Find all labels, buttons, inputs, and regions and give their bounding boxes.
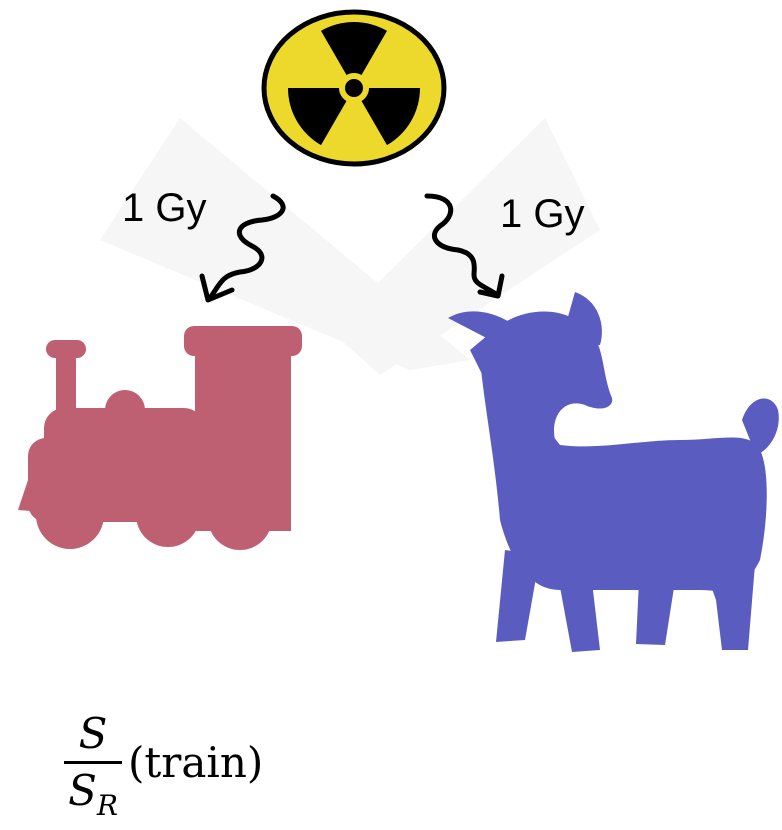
- formula-denominator: SR: [68, 764, 118, 820]
- radiation-source-icon: [261, 9, 447, 167]
- right-radiation-beam: [424, 193, 505, 299]
- formula-fraction: S SR: [64, 709, 122, 820]
- formula-numerator: S: [78, 709, 108, 758]
- right-dose-label: 1 Gy: [500, 192, 585, 236]
- survival-ratio-formula: S SR (train): [64, 700, 263, 825]
- right-arrowhead-icon: [477, 273, 505, 299]
- fawn-deer-icon: [448, 292, 779, 652]
- fraction-bar: [64, 761, 122, 764]
- train-locomotive-icon: [18, 326, 302, 550]
- formula-denominator-subscript: R: [96, 789, 118, 822]
- left-radiation-beam: [199, 193, 286, 303]
- background-cross: [100, 118, 600, 375]
- formula-suffix: (train): [128, 738, 264, 787]
- left-arrowhead-icon: [199, 273, 235, 303]
- formula-denominator-base: S: [68, 766, 97, 815]
- left-dose-label: 1 Gy: [122, 186, 207, 230]
